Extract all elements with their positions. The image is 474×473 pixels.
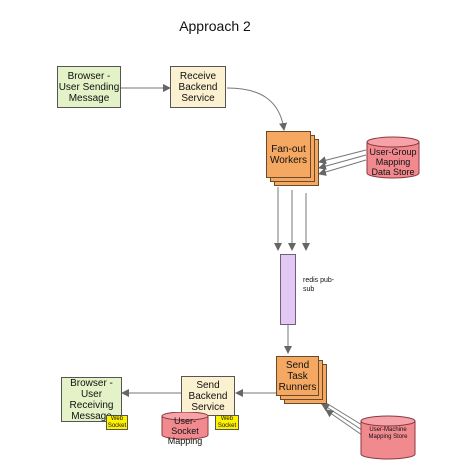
browser-receiving-label: Browser - User Receiving Message xyxy=(69,377,114,422)
user-machine-store-label: User-Machine Mapping Store xyxy=(368,427,408,440)
receive-backend-label: Receive Backend Service xyxy=(178,70,218,104)
send-backend-label: Send Backend Service xyxy=(188,379,228,413)
user-socket-mapping-store: User-Socket Mapping xyxy=(161,411,209,446)
websocket-backend-label: Web Socket xyxy=(217,415,237,429)
database-icon xyxy=(360,415,416,460)
send-task-runners-node: Send Task Runners xyxy=(276,356,319,396)
send-backend-node: Send Backend Service xyxy=(181,376,235,416)
database-icon xyxy=(161,411,209,440)
browser-sending-node: Browser - User Sending Message xyxy=(57,66,121,108)
arrow-groupstore-to-fanout xyxy=(318,149,367,165)
user-socket-mapping-label: User-Socket Mapping xyxy=(167,416,203,446)
websocket-browser-label: Web Socket xyxy=(107,415,127,429)
fanout-workers-label: Fan-out Workers xyxy=(269,143,308,166)
arrow-receive-to-fanout xyxy=(226,87,288,131)
database-icon xyxy=(366,136,420,179)
user-machine-store: User-Machine Mapping Store xyxy=(360,415,416,461)
send-task-runners-label: Send Task Runners xyxy=(278,359,317,393)
websocket-backend-badge: Web Socket xyxy=(215,415,239,430)
fanout-workers-node: Fan-out Workers xyxy=(266,131,311,178)
receive-backend-node: Receive Backend Service xyxy=(170,66,226,108)
user-group-store-label: User-Group Mapping Data Store xyxy=(369,147,417,177)
browser-sending-label: Browser - User Sending Message xyxy=(58,70,120,104)
redis-pubsub-label: redis pub-sub xyxy=(303,277,335,293)
user-group-store: User-Group Mapping Data Store xyxy=(366,136,420,180)
diagram-title: Approach 2 xyxy=(179,18,251,34)
browser-receiving-node: Browser - User Receiving Message xyxy=(61,377,122,422)
redis-pubsub-node xyxy=(280,254,296,325)
websocket-browser-badge: Web Socket xyxy=(106,415,128,430)
